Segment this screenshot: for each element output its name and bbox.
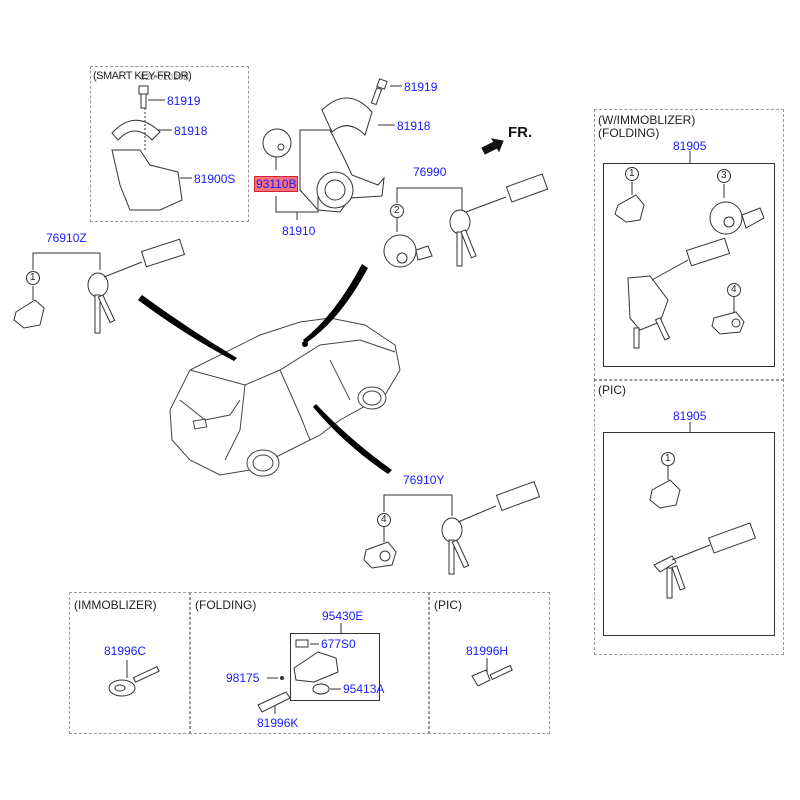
part-number-label[interactable]: 677S0 xyxy=(321,637,356,651)
bottom-pic-header: (PIC) xyxy=(434,598,462,612)
immobilizer-group-header: (W/IMMOBLIZER) xyxy=(598,113,696,127)
part-number-label[interactable]: 76910Y xyxy=(403,473,445,487)
callout-circle xyxy=(390,204,404,218)
key-tag-icon xyxy=(505,173,549,203)
callout-number: 2 xyxy=(394,205,400,216)
immobilizer-icon xyxy=(262,128,292,158)
smart-key-overlap-text: 820-01020B xyxy=(140,72,190,82)
callout-number: 1 xyxy=(30,272,36,283)
pic-group-box xyxy=(594,379,784,655)
front-arrow-icon xyxy=(481,138,504,155)
folding-kit-box xyxy=(603,163,775,367)
callout-number: 1 xyxy=(665,453,671,464)
callout-number: 4 xyxy=(381,514,387,525)
pic-key-icon xyxy=(653,555,677,573)
bottom-folding-header: (FOLDING) xyxy=(195,598,257,612)
callout-number: 4 xyxy=(731,284,737,295)
part-number-label[interactable]: 81910 xyxy=(282,224,316,238)
key-tag-icon xyxy=(685,237,731,267)
folding-group-header: (FOLDING) xyxy=(598,126,660,140)
part-number-label[interactable]: 81900S xyxy=(194,172,236,186)
part-number-label[interactable]: 81919 xyxy=(404,80,438,94)
bottom-pic-group-box xyxy=(428,592,550,734)
part-number-label[interactable]: 81919 xyxy=(167,94,201,108)
fob-kit-box xyxy=(290,633,380,701)
bolt-icon xyxy=(138,85,149,109)
callout-number: 1 xyxy=(629,168,635,179)
pic-blade-icon xyxy=(471,669,491,687)
part-number-label[interactable]: 81918 xyxy=(397,119,431,133)
part-number-label[interactable]: 95413A xyxy=(343,682,385,696)
antenna-coil-icon xyxy=(614,194,645,223)
blade-key-icon xyxy=(257,691,291,713)
part-number-label[interactable]: 81905 xyxy=(673,409,707,423)
bolt-icon xyxy=(370,78,388,106)
part-number-label[interactable]: 95430E xyxy=(322,609,364,623)
callout-circle xyxy=(26,271,40,285)
bottom-folding-group-box xyxy=(189,592,430,734)
bottom-immobilizer-header: (IMMOBLIZER) xyxy=(74,598,157,612)
key-tag-icon xyxy=(495,481,541,511)
pic-kit-box xyxy=(603,432,775,636)
logo-badge-icon xyxy=(295,639,309,648)
clamp-icon xyxy=(321,97,373,136)
part-number-label[interactable]: 81996H xyxy=(466,644,509,658)
smart-key-group-header: (SMART KEY-FR DR) xyxy=(93,70,192,82)
antenna-coil-icon xyxy=(649,479,681,509)
pointer-swoosh xyxy=(303,264,368,343)
housing-icon xyxy=(111,149,183,211)
smart-key-group-box xyxy=(90,66,249,222)
pointer-swoosh xyxy=(313,404,392,474)
highlighted-part-label[interactable]: 93110B xyxy=(254,176,299,192)
key-tag-icon xyxy=(707,522,757,554)
battery-icon xyxy=(312,683,330,695)
bottom-immobilizer-group-box xyxy=(69,592,191,734)
callout-circle xyxy=(625,167,639,181)
part-number-label[interactable]: 76990 xyxy=(413,165,447,179)
part-number-label[interactable]: 98175 xyxy=(226,671,260,685)
key-tag-icon xyxy=(140,238,186,268)
callout-circle xyxy=(727,283,741,297)
pic-group-header: (PIC) xyxy=(598,383,626,397)
callout-circle xyxy=(661,452,675,466)
lock-cylinder-icon xyxy=(13,299,45,329)
callout-number: 3 xyxy=(721,170,727,181)
lock-cylinder-icon xyxy=(711,311,745,335)
front-direction-label: FR. xyxy=(508,124,533,141)
pointer-swoosh xyxy=(138,295,237,361)
callout-circle xyxy=(377,513,391,527)
callout-circle xyxy=(717,169,731,183)
part-number-label[interactable]: 81996K xyxy=(257,716,299,730)
key-fob-icon xyxy=(293,651,339,683)
clamp-icon xyxy=(111,119,161,141)
part-number-label[interactable]: 81918 xyxy=(174,124,208,138)
part-number-label[interactable]: 81996C xyxy=(104,644,147,658)
part-number-label[interactable]: 76910Z xyxy=(46,231,87,245)
part-number-label[interactable]: 81905 xyxy=(673,139,707,153)
key-icon xyxy=(449,209,471,235)
immobilizer-folding-group-box xyxy=(594,109,784,381)
